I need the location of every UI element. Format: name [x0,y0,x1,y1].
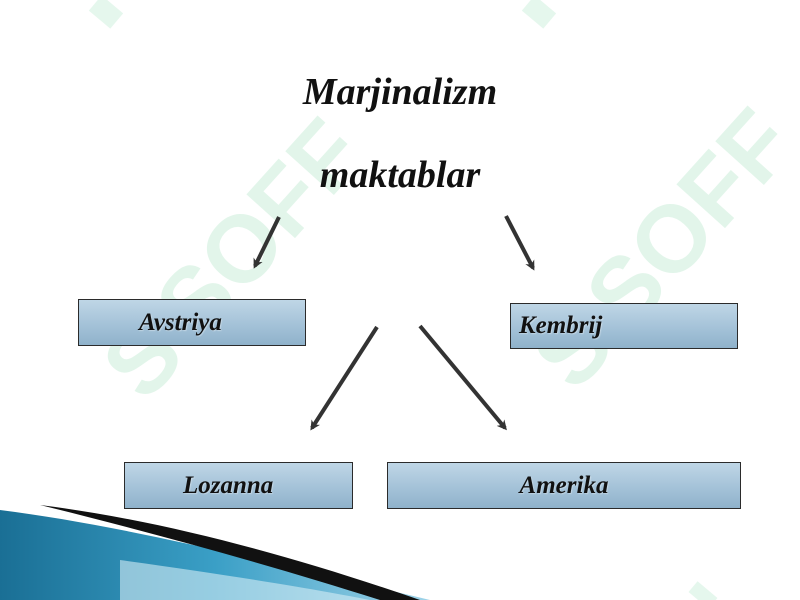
title-line-1: Marjinalizm [302,71,498,113]
school-label-amerika: Amerika [519,471,609,499]
school-box-kembrij: Kembrij [510,303,738,349]
school-label-kembrij: Kembrij [519,312,603,339]
school-box-avstriya: Avstriya [78,299,306,346]
school-box-lozanna: Lozanna [124,462,353,509]
school-label-lozanna: Lozanna [183,471,274,499]
decor-black-swoosh [40,505,420,600]
title-line-2: maktablar [319,154,481,196]
arrow-to-kembrij [504,215,535,271]
arrow-to-lozanna [310,325,379,431]
arrow-to-avstriya [253,216,281,269]
school-label-avstriya: Avstriya [139,308,222,336]
decor-light-band [120,560,370,600]
school-box-amerika: Amerika [387,462,741,509]
arrow-to-amerika [418,324,507,431]
